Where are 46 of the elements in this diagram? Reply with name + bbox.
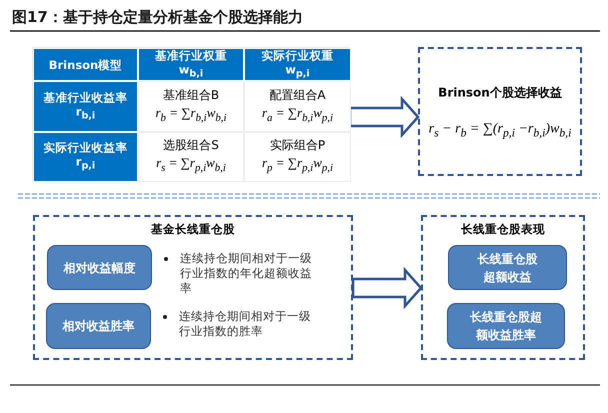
header-cell xyxy=(33,132,138,182)
variable-label: w$_{b,i}$ xyxy=(178,62,204,82)
header-cell xyxy=(33,81,138,132)
metric-box xyxy=(448,245,567,290)
portfolio-name: 实际组合P xyxy=(268,137,326,154)
result-box xyxy=(418,47,582,176)
formula: r$_{s}$ − r$_{b}$ = ∑(r$_{p,i}$ −r$_{b,i}$)w$_{b,i}$ xyxy=(428,121,572,139)
box-title: Brinson个股选择收益 xyxy=(437,84,563,102)
table-cell xyxy=(244,81,351,132)
metric-box xyxy=(447,303,565,349)
header-cell xyxy=(138,48,244,81)
portfolio-name: 基准组合B xyxy=(162,86,220,104)
block-arrow xyxy=(352,266,423,310)
brinson-table xyxy=(32,47,350,181)
metric-box xyxy=(46,303,151,349)
portfolio-name: 配置组合A xyxy=(268,86,327,104)
header-text: 实际行业权重 xyxy=(260,48,334,62)
header-text: 实际行业收益率 xyxy=(42,140,128,154)
metric-box xyxy=(47,245,152,290)
panel-title: 基金长线重仓股 xyxy=(150,222,236,237)
formula: r$_{a}$ = ∑r$_{b,i}$w$_{p,i}$ xyxy=(260,104,334,126)
block-arrow xyxy=(348,96,420,138)
table-cell xyxy=(138,132,244,182)
header-text: 基准行业收益率 xyxy=(42,90,128,104)
variable-label: r$_{p,i}$ xyxy=(74,154,96,174)
bullet-text: 连续持仓期间相对于一级行业指数的胜率 xyxy=(179,309,312,339)
formula: r$_{s}$ = ∑r$_{p,i}$w$_{b,i}$ xyxy=(155,154,227,176)
metric-label: 长线重仓股超额收益 xyxy=(476,250,538,286)
table-cell xyxy=(138,81,244,132)
formula: r$_{b}$ = ∑r$_{b,i}$w$_{b,i}$ xyxy=(154,104,228,126)
metric-label: 相对收益幅度 xyxy=(62,260,136,276)
metric-label: 长线重仓股超额收益胜率 xyxy=(469,309,543,344)
figure-title: 图17：基于持仓定量分析基金个股选择能力 xyxy=(12,8,303,27)
bullet-text: 连续持仓期间相对于一级行业指数的年化超额收益率 xyxy=(180,251,313,296)
header-text: 基准行业权重 xyxy=(154,48,228,62)
header-cell xyxy=(244,48,351,81)
variable-label: w$_{p,i}$ xyxy=(284,62,311,82)
header-cell xyxy=(33,48,138,81)
group-panel xyxy=(421,215,585,360)
panel-title: 长线重仓股表现 xyxy=(460,222,546,237)
header-text: Brinson模型 xyxy=(48,58,124,72)
formula: r$_{p}$ = ∑r$_{p,i}$w$_{p,i}$ xyxy=(260,154,334,176)
metric-label: 相对收益胜率 xyxy=(61,318,136,335)
variable-label: r$_{b,i}$ xyxy=(74,104,96,124)
portfolio-name: 选股组合S xyxy=(162,137,220,154)
group-panel xyxy=(33,215,353,360)
